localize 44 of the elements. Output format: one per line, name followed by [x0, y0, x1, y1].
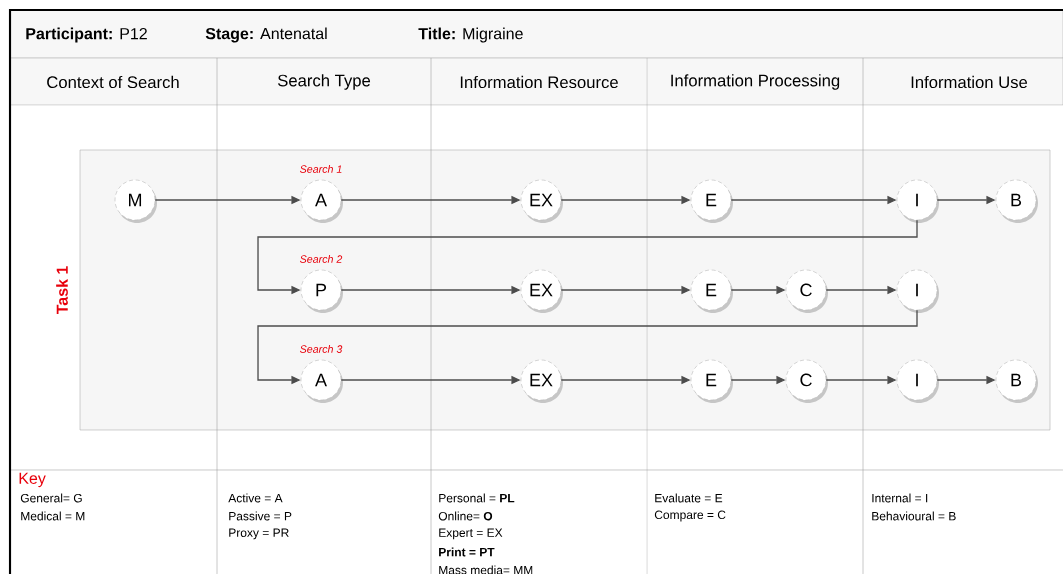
key-entry: Compare = C [654, 510, 726, 522]
circle-node: P [300, 269, 343, 313]
key-entry: Medical = M [21, 511, 85, 521]
key-entry: Mass media= MM [439, 565, 533, 574]
circle-node: E [690, 179, 733, 223]
key-entry: General= G [20, 493, 82, 503]
node-label: Task 1 [56, 266, 68, 315]
circle-node: M [114, 179, 157, 223]
key-entry: Proxy = PR [229, 528, 289, 540]
circle-node: E [690, 269, 733, 313]
header-text: Title: Migraine [418, 27, 523, 43]
key-heading: Key [19, 472, 46, 488]
column-header: Context of Search [47, 75, 179, 89]
key-entry: Evaluate = E [655, 493, 723, 503]
circle-node: B [995, 359, 1038, 403]
column-header: Search Type [278, 74, 371, 90]
column-header: Information Processing [671, 74, 840, 90]
key-entry: Active = A [228, 493, 283, 503]
circle-node: C [785, 269, 828, 313]
header-text: Participant: P12 [26, 27, 147, 43]
circle-node: I [896, 179, 939, 223]
key-entry: Behavioural = B [872, 511, 956, 521]
key-entry: Expert = EX [439, 528, 503, 540]
key-entry: Personal = PL [439, 493, 515, 503]
circle-node: EX [520, 179, 563, 223]
circle-node: E [690, 359, 733, 403]
search-label: Search 3 [299, 345, 343, 353]
circle-node: A [300, 179, 343, 223]
column-header: Information Use [911, 75, 1028, 89]
circle-node: EX [520, 359, 563, 403]
key-entry: Passive = P [229, 511, 292, 521]
circle-node: B [995, 179, 1038, 223]
column-header: Information Resource [460, 75, 618, 89]
circle-node: A [300, 359, 343, 403]
circle-node: EX [520, 269, 563, 313]
search-label: Search 1 [299, 165, 342, 173]
circle-node: C [785, 359, 828, 403]
search-label: Search 2 [299, 255, 343, 263]
header-text: Stage: Antenatal [205, 27, 327, 43]
circle-node: I [896, 269, 939, 313]
key-entry: Online= O [438, 511, 493, 521]
key-entry: Print = PT [439, 547, 495, 557]
key-entry: Internal = I [872, 493, 928, 503]
circle-node: I [896, 359, 939, 403]
